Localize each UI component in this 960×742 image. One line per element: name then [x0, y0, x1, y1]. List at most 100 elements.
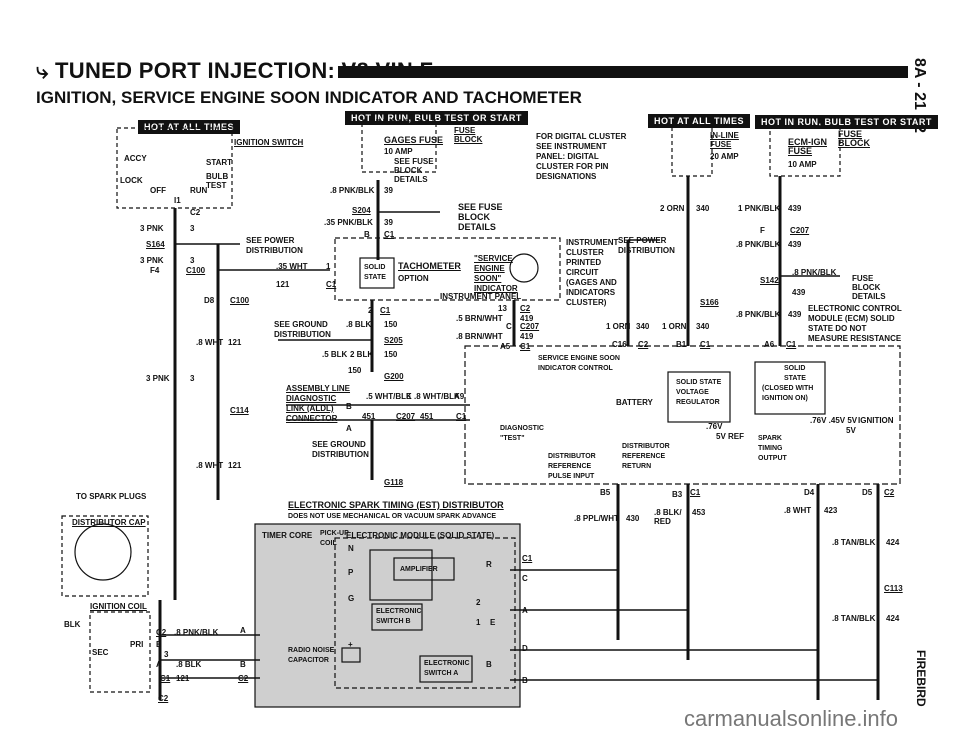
wire-label: C	[506, 322, 512, 331]
see-ground-distribution-2: SEE GROUND DISTRIBUTION	[312, 440, 369, 459]
wire-label: C207	[790, 226, 810, 235]
wire-label: 2 BLK	[350, 350, 374, 359]
ses-control: SERVICE ENGINE SOON INDICATOR CONTROL	[538, 355, 620, 372]
page-subtitle: IGNITION, SERVICE ENGINE SOON INDICATOR …	[36, 88, 582, 107]
wire-label: 1	[476, 618, 481, 627]
wire-label: C207	[396, 412, 416, 421]
inline-fuse-label: IN-LINE FUSE	[710, 131, 739, 149]
switch-bulb-test: BULB TEST	[206, 172, 229, 190]
wire-label: A5	[500, 342, 511, 351]
switch-accy: ACCY	[124, 154, 147, 163]
wire-label: 1 ORN	[662, 322, 687, 331]
wire-label: .8 WHT/BLK	[414, 392, 460, 401]
wire-label: 340	[636, 322, 650, 331]
radio-noise-capacitor: RADIO NOISE CAPACITOR	[288, 647, 335, 664]
wire-label: 13	[498, 304, 507, 313]
wire-label: A	[522, 606, 528, 615]
wire-label: 439	[792, 288, 806, 297]
wire-label: D4	[804, 488, 815, 497]
distributor-reference-pulse: DISTRIBUTOR REFERENCE PULSE INPUT	[548, 453, 596, 480]
wire-label: 419	[520, 332, 534, 341]
fuse-block-label-2: FUSE BLOCK	[838, 129, 870, 148]
ecm-voltages: .76V .45V 5V	[810, 416, 858, 425]
gages-fuse-amp: 10 AMP	[384, 147, 413, 156]
wire-label: 2 ORN	[660, 204, 685, 213]
wire-label: 439	[788, 240, 802, 249]
amplifier: AMPLIFIER	[400, 566, 438, 573]
wire-label: B5	[600, 488, 611, 497]
wire-label: PRI	[130, 640, 144, 649]
digital-cluster-note: FOR DIGITAL CLUSTER SEE INSTRUMENT PANEL…	[536, 132, 627, 181]
ecm-fuse-amp: 10 AMP	[788, 160, 817, 169]
wire-label: R	[486, 560, 492, 569]
est-subtitle: DOES NOT USE MECHANICAL OR VACUUM SPARK …	[288, 513, 497, 520]
arrow-icon: ⤷	[36, 58, 56, 83]
instrument-panel-label: INSTRUMENT PANEL	[440, 292, 522, 301]
switch-run: RUN	[190, 186, 208, 195]
wire-label: .8 PPL/WHT	[574, 514, 619, 523]
closed-with-ignition: (CLOSED WITH IGNITION ON)	[762, 385, 814, 402]
wire-label: 2	[368, 306, 373, 315]
wire-label: .8 BRN/WHT	[456, 332, 503, 341]
wire-label: G	[348, 594, 355, 603]
wire-label: 451	[362, 412, 376, 421]
wire-label: C1	[456, 412, 467, 421]
see-power-distribution: SEE POWER DISTRIBUTION	[246, 236, 303, 255]
ignition-switch-title: IGNITION SWITCH	[234, 138, 304, 147]
wire-label: +	[348, 640, 353, 649]
wire-label: B1	[676, 340, 687, 349]
battery-label: BATTERY	[616, 398, 653, 407]
wire-label: B3	[672, 490, 683, 499]
wire-label: 3 PNK	[146, 374, 170, 383]
wire-label: 424	[886, 538, 900, 547]
pickup-coil: PICK-UP COIL	[320, 530, 349, 547]
wire-label: N	[348, 544, 354, 553]
wire-label: S142	[760, 276, 779, 285]
see-power-distribution-2: SEE POWER DISTRIBUTION	[618, 236, 675, 255]
voltage-regulator: SOLID STATE VOLTAGE REGULATOR	[676, 379, 722, 406]
diagnostic-test: DIAGNOSTIC "TEST"	[500, 425, 544, 442]
wire-label: 1	[326, 262, 331, 271]
wire-label: 3 PNK	[140, 256, 164, 265]
wire-label: B	[346, 402, 352, 411]
wire-label: B	[240, 660, 246, 669]
wire-label: 419	[520, 314, 534, 323]
wire-label: .35 WHT	[276, 262, 308, 271]
inline-fuse-amp: 20 AMP	[710, 152, 739, 161]
wire-label: .5 BLK	[322, 350, 348, 359]
switch-off: OFF	[150, 186, 166, 195]
wire-label: 430	[626, 514, 640, 523]
wire-label: D5	[862, 488, 873, 497]
wire-label: C100	[230, 296, 250, 305]
tach-solid-state: SOLID STATE	[364, 264, 386, 281]
wire-label: C2	[238, 674, 249, 683]
wire-label: C1	[160, 674, 171, 683]
ecm-5v: 5V	[846, 426, 856, 435]
wire-label: C1	[690, 488, 701, 497]
wire-label: C2	[158, 694, 169, 703]
wire-label: P	[348, 568, 354, 577]
wire-label: .8 BLK	[176, 660, 202, 669]
wire-label: 453	[692, 508, 706, 517]
tag-hot-all-times: HOT AT ALL TIMES	[138, 120, 240, 134]
electronic-module: ELECTRONIC MODULE (SOLID STATE)	[346, 531, 495, 540]
wire-label: 3	[190, 374, 195, 383]
tach-option: OPTION	[398, 274, 429, 283]
wire-label: C1	[522, 554, 533, 563]
wire-label: 150	[384, 320, 398, 329]
spark-timing-output: SPARK TIMING OUTPUT	[758, 435, 787, 462]
wire-label: C1	[380, 306, 391, 315]
wire-label: C2	[520, 304, 531, 313]
wire-label: 2	[476, 598, 481, 607]
wire-label: E	[406, 392, 412, 401]
wire-label: D	[522, 644, 528, 653]
wire-label: B	[364, 230, 370, 239]
electronic-switch-b: ELECTRONIC SWITCH B	[376, 608, 422, 625]
wire-label: .8 WHT	[784, 506, 812, 515]
wire-label: C2	[884, 488, 895, 497]
wire-label: A9	[454, 392, 465, 401]
wire-label: 1 PNK/BLK	[738, 204, 781, 213]
wire-label: 39	[384, 186, 393, 195]
instrument-cluster-note: INSTRUMENT CLUSTER PRINTED CIRCUIT (GAGE…	[566, 238, 619, 307]
